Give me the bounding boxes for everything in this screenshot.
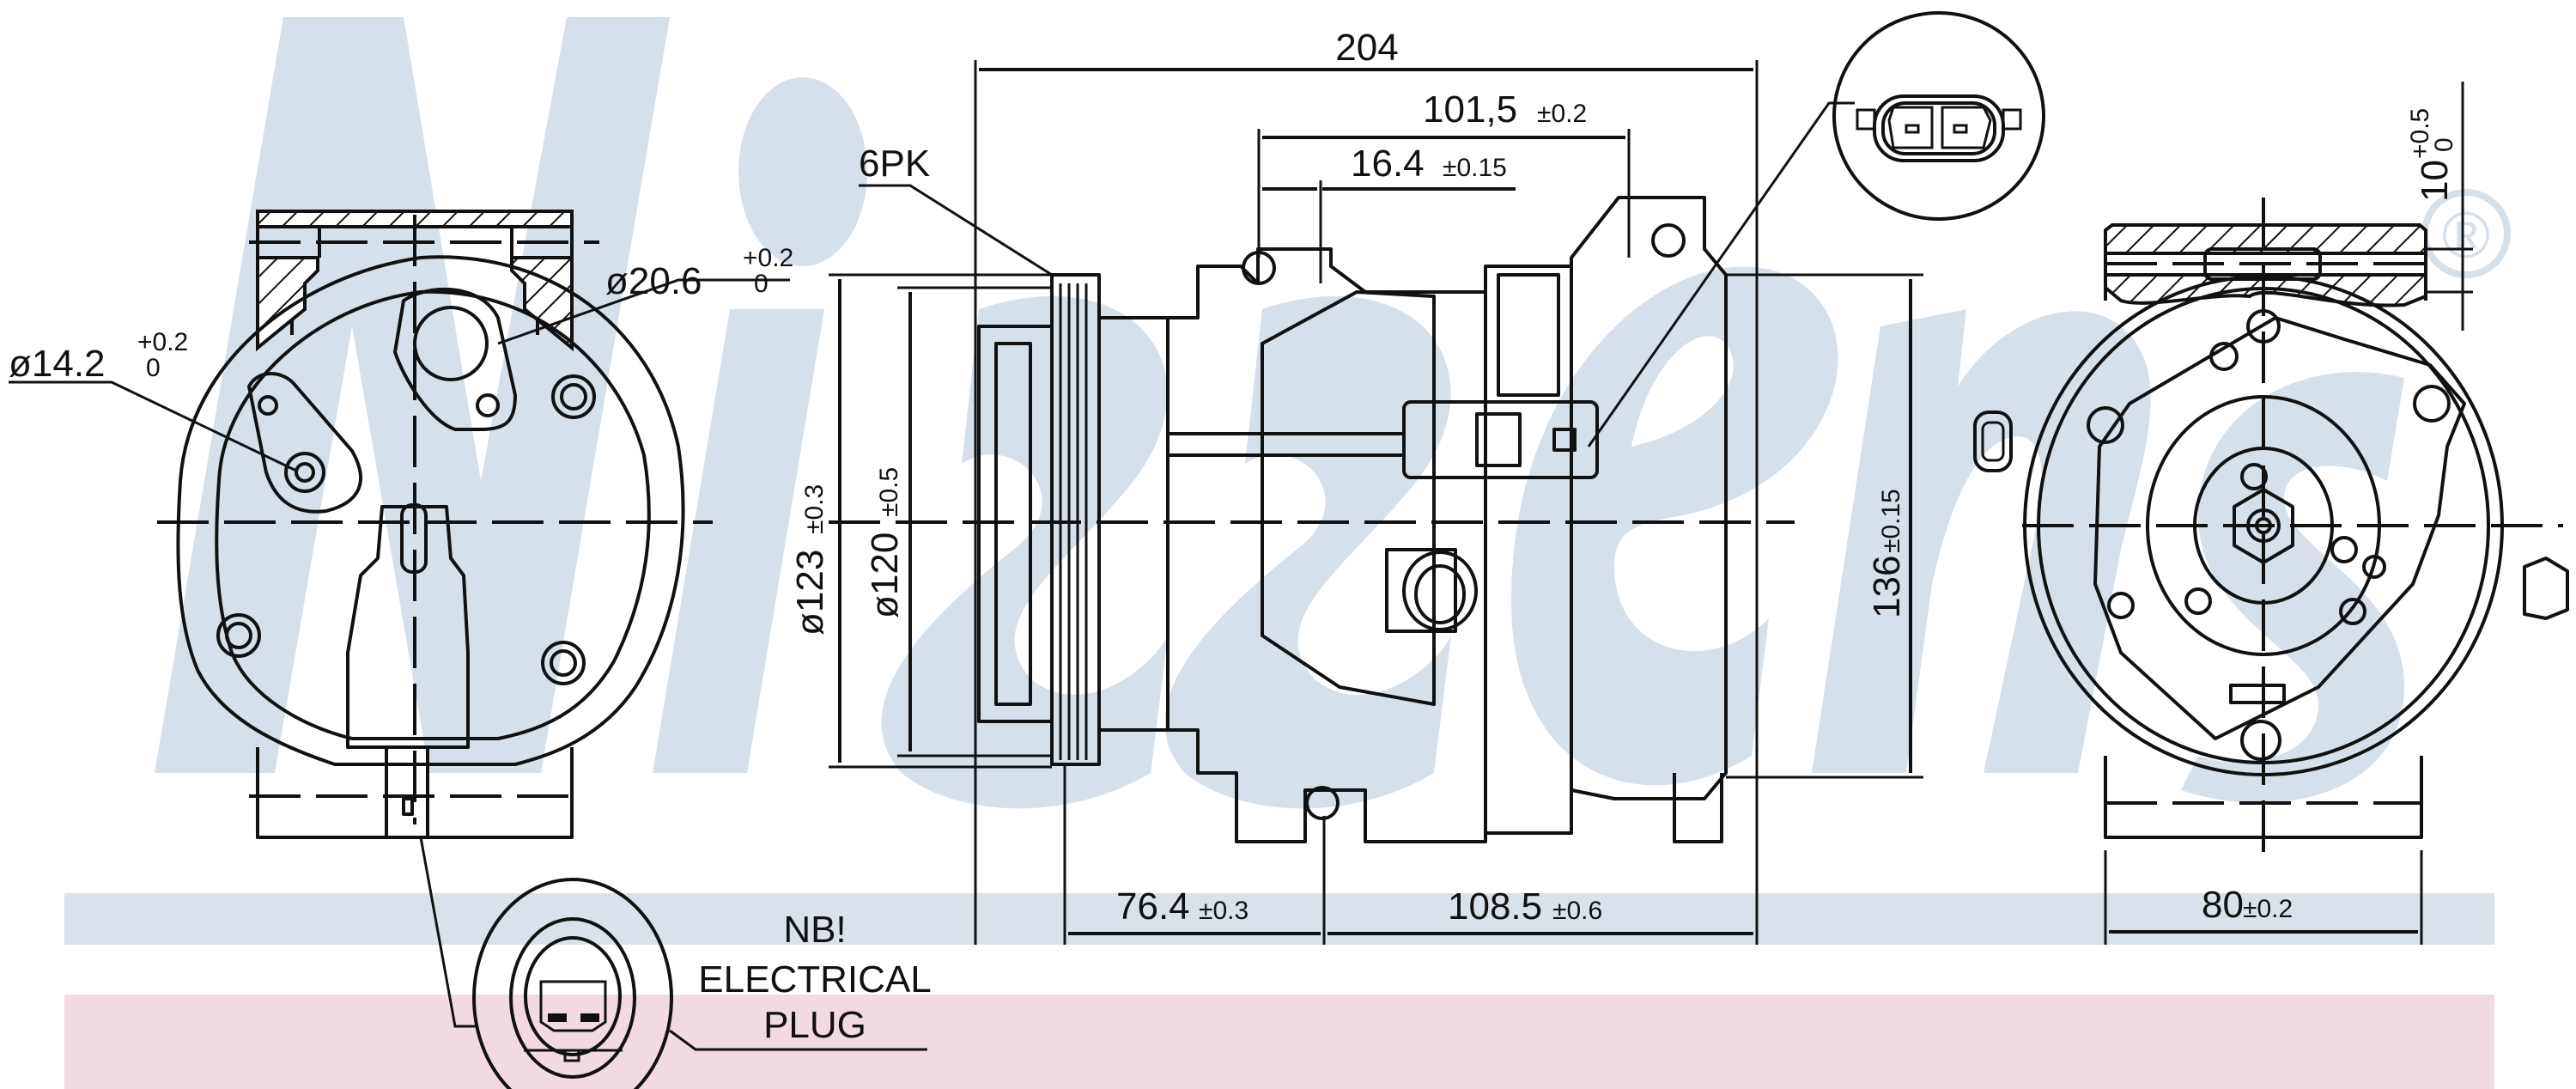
discharge-port-tol-lower: 0 bbox=[754, 270, 769, 298]
front-view bbox=[9, 210, 790, 1028]
mount-to-rear-value: 108.5 bbox=[1448, 885, 1542, 928]
mount-spacing-tol: ±0.2 bbox=[1537, 100, 1587, 128]
mount-hole-dimension: 10 +0.5 0 bbox=[2406, 108, 2458, 202]
band-blue bbox=[64, 893, 2494, 945]
note-line-3: PLUG bbox=[763, 1004, 866, 1046]
mount-spacing-dimension: 101,5 ±0.2 bbox=[1423, 88, 1587, 131]
dimension-discharge-port: ø20.6 +0.2 0 bbox=[605, 244, 793, 302]
mount-to-rear-tol: ±0.6 bbox=[1552, 897, 1602, 925]
mount-offset-tol: ±0.15 bbox=[1443, 154, 1507, 182]
discharge-port-diameter: ø20.6 bbox=[605, 260, 702, 302]
mount-width-value: 80 bbox=[2202, 884, 2244, 926]
registered-mark: ® bbox=[2442, 199, 2490, 272]
dimension-suction-port: ø14.2 +0.2 0 bbox=[9, 328, 188, 385]
belt-type-label: 6PK bbox=[859, 143, 930, 185]
mount-spacing-value: 101,5 bbox=[1423, 88, 1517, 131]
note-line-1: NB! bbox=[783, 909, 846, 951]
pulley-groove-dimension: ø120 ±0.5 bbox=[864, 467, 906, 618]
pulley-groove-value: ø120 bbox=[864, 532, 906, 618]
mount-offset-dimension: 16.4 ±0.15 bbox=[1351, 143, 1507, 185]
pulley-to-mount-tol: ±0.3 bbox=[1199, 897, 1249, 925]
side-view bbox=[829, 60, 1923, 945]
mount-offset-value: 16.4 bbox=[1351, 143, 1425, 185]
pulley-to-mount-dimension: 76.4 ±0.3 bbox=[1116, 885, 1249, 928]
suction-port-tol-upper: +0.2 bbox=[137, 328, 188, 356]
pulley-to-mount-value: 76.4 bbox=[1116, 885, 1190, 928]
mount-to-rear-dimension: 108.5 ±0.6 bbox=[1448, 885, 1602, 928]
band-pink bbox=[64, 995, 2494, 1089]
suction-port-diameter: ø14.2 bbox=[9, 343, 106, 385]
discharge-port-tol-upper: +0.2 bbox=[743, 244, 793, 272]
brand-watermark: ® bbox=[155, 17, 2511, 809]
suction-port-tol-lower: 0 bbox=[146, 354, 161, 382]
pulley-outer-dimension: ø123 ±0.3 bbox=[789, 484, 831, 636]
pulley-outer-value: ø123 bbox=[789, 550, 831, 636]
mount-width-tol: ±0.2 bbox=[2243, 895, 2293, 923]
height-value: 136 bbox=[1866, 556, 1908, 618]
height-dimension: 136 ±0.15 bbox=[1866, 489, 1908, 618]
mount-width-dimension: 80 ±0.2 bbox=[2202, 884, 2293, 926]
electrical-plug-note: NB! ELECTRICAL PLUG bbox=[698, 909, 931, 1046]
mount-hole-tol-upper: +0.5 bbox=[2406, 108, 2434, 159]
electrical-plug-detail bbox=[472, 878, 927, 1089]
height-tol: ±0.15 bbox=[1877, 489, 1905, 553]
mount-hole-value: 10 bbox=[2414, 160, 2456, 202]
overall-length-dimension: 204 bbox=[1335, 27, 1398, 69]
connector-detail-top bbox=[1832, 11, 2045, 221]
rear-view bbox=[1973, 82, 2569, 945]
note-line-2: ELECTRICAL bbox=[698, 958, 931, 1001]
mount-hole-tol-lower: 0 bbox=[2430, 137, 2458, 152]
pulley-groove-tol: ±0.5 bbox=[875, 467, 903, 517]
pulley-outer-tol: ±0.3 bbox=[800, 484, 829, 534]
